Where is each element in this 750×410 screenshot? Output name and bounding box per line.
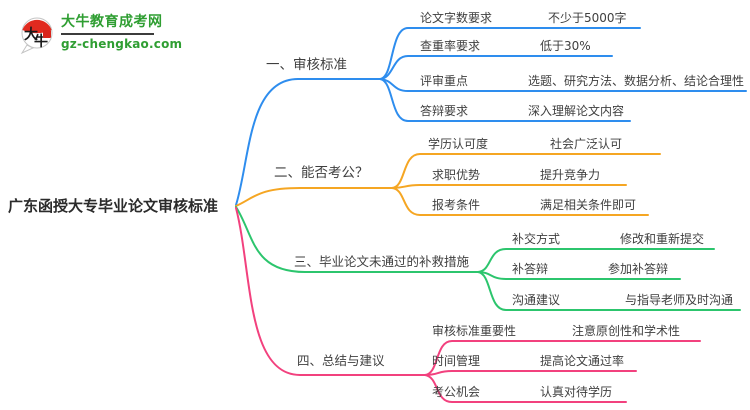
logo-bubble-icon: 大 牛	[20, 17, 53, 54]
leaf-value: 选题、研究方法、数据分析、结论合理性	[528, 74, 745, 88]
branch-2-lines	[235, 153, 661, 216]
logo-divider	[61, 33, 154, 35]
leaf-value: 认真对待学历	[540, 385, 613, 399]
leaf-value: 低于30%	[540, 39, 591, 53]
site-url: gz-chengkao.com	[61, 37, 183, 51]
branch-1-label: 一、审核标准	[266, 57, 347, 73]
site-name: 大牛教育成考网	[61, 14, 163, 30]
leaf-label: 沟通建议	[512, 293, 561, 307]
leaf-value: 深入理解论文内容	[528, 104, 625, 118]
leaf-label: 审核标准重要性	[432, 324, 517, 338]
leaf-label: 考公机会	[432, 385, 481, 399]
leaf-value: 不少于5000字	[548, 11, 627, 25]
leaf-label: 报考条件	[432, 198, 481, 212]
leaf-value: 参加补答辩	[608, 262, 669, 276]
leaf-label: 时间管理	[432, 354, 481, 368]
leaf-value: 注意原创性和学术性	[572, 324, 681, 338]
branch-3-label: 三、毕业论文未通过的补救措施	[294, 254, 470, 269]
leaf-label: 求职优势	[432, 168, 481, 182]
branch-3-lines	[235, 206, 741, 311]
branch-2-label: 二、能否考公？	[274, 165, 369, 181]
branch-4-label: 四、总结与建议	[297, 353, 385, 368]
branch-1-lines	[235, 27, 747, 206]
branch-4-lines	[235, 207, 701, 403]
leaf-value: 社会广泛认可	[550, 137, 623, 151]
leaf-label: 评审重点	[420, 74, 469, 88]
leaf-value: 与指导老师及时沟通	[625, 293, 734, 307]
root-node: 广东函授大专毕业论文审核标准	[8, 197, 219, 215]
leaf-label: 学历认可度	[428, 137, 489, 151]
leaf-label: 查重率要求	[420, 39, 481, 53]
leaf-label: 补交方式	[512, 232, 561, 246]
leaf-label: 答辩要求	[420, 104, 469, 118]
leaf-value: 满足相关条件即可	[540, 198, 637, 212]
leaf-label: 论文字数要求	[420, 11, 493, 25]
svg-text:大: 大	[24, 26, 38, 43]
site-logo: 大 牛 大牛教育成考网 gz-chengkao.com	[18, 14, 182, 54]
leaf-value: 提高论文通过率	[540, 354, 625, 368]
leaf-label: 补答辩	[512, 262, 549, 276]
leaf-value: 修改和重新提交	[620, 232, 705, 246]
leaf-value: 提升竞争力	[540, 168, 601, 182]
